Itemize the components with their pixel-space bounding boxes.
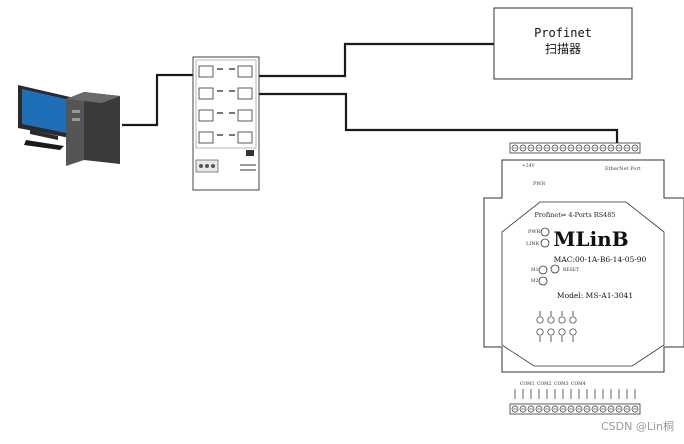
led-m1-label: M1	[531, 267, 539, 273]
rs485-led	[558, 316, 566, 324]
computer-icon	[18, 85, 120, 166]
top-terminal-voltage-label: +24V	[522, 163, 535, 169]
reset-button	[550, 264, 560, 274]
ethernet-switch	[192, 56, 260, 191]
ethernet-port-label: EtherNet Port	[605, 166, 641, 172]
led-link	[540, 238, 550, 248]
led-link-label: LINK	[526, 241, 540, 247]
rs485-led	[558, 328, 566, 336]
bottom-terminal-labels	[514, 389, 636, 399]
com-label: COM3	[554, 381, 569, 387]
top-terminal-strip	[509, 142, 641, 154]
led-pwr-label: PWR	[528, 229, 541, 235]
rs485-led	[569, 316, 577, 324]
led-m2-label: M2	[531, 278, 539, 284]
brand-logo: MLinB	[553, 227, 628, 251]
com-labels: COM1 COM2 COM3 COM4	[520, 381, 586, 387]
cable-switch-to-scanner	[258, 42, 494, 78]
rs485-led-grid	[536, 311, 577, 342]
scanner-label-line2: 扫描器	[545, 42, 581, 56]
profinet-scanner: Profinet 扫描器	[493, 7, 633, 80]
cable-pc-to-switch	[122, 73, 198, 127]
bottom-terminal-strip	[509, 403, 641, 415]
rs485-led	[547, 328, 555, 336]
rs485-led	[569, 328, 577, 336]
watermark: CSDN @Lin桐	[600, 420, 674, 433]
cable-switch-to-gateway	[258, 92, 619, 150]
mac-address: MAC:00-1A-B6-14-05-90	[554, 255, 647, 264]
rs485-led	[547, 316, 555, 324]
rs485-led	[536, 328, 544, 336]
rs485-led	[536, 316, 544, 324]
switch-ports	[198, 65, 253, 144]
scanner-label-line1: Profinet	[534, 26, 592, 40]
com-label: COM1	[520, 381, 535, 387]
model-label: Model: MS-A1-3041	[557, 291, 633, 300]
led-pwr	[540, 227, 550, 237]
top-terminal-screws	[511, 144, 639, 152]
switch-logo	[246, 150, 254, 156]
pwr-label: PWR	[533, 181, 546, 187]
bottom-terminal-screws	[511, 405, 639, 413]
com-label: COM2	[537, 381, 552, 387]
gateway-device: +24V PWR EtherNet Port Profinet⇌ 4-Ports…	[483, 142, 684, 415]
led-m2	[538, 276, 548, 286]
reset-label: RESET	[563, 267, 579, 273]
led-m1	[538, 265, 548, 275]
com-label: COM4	[571, 381, 586, 387]
device-title: Profinet⇌ 4-Ports RS485	[534, 211, 615, 219]
